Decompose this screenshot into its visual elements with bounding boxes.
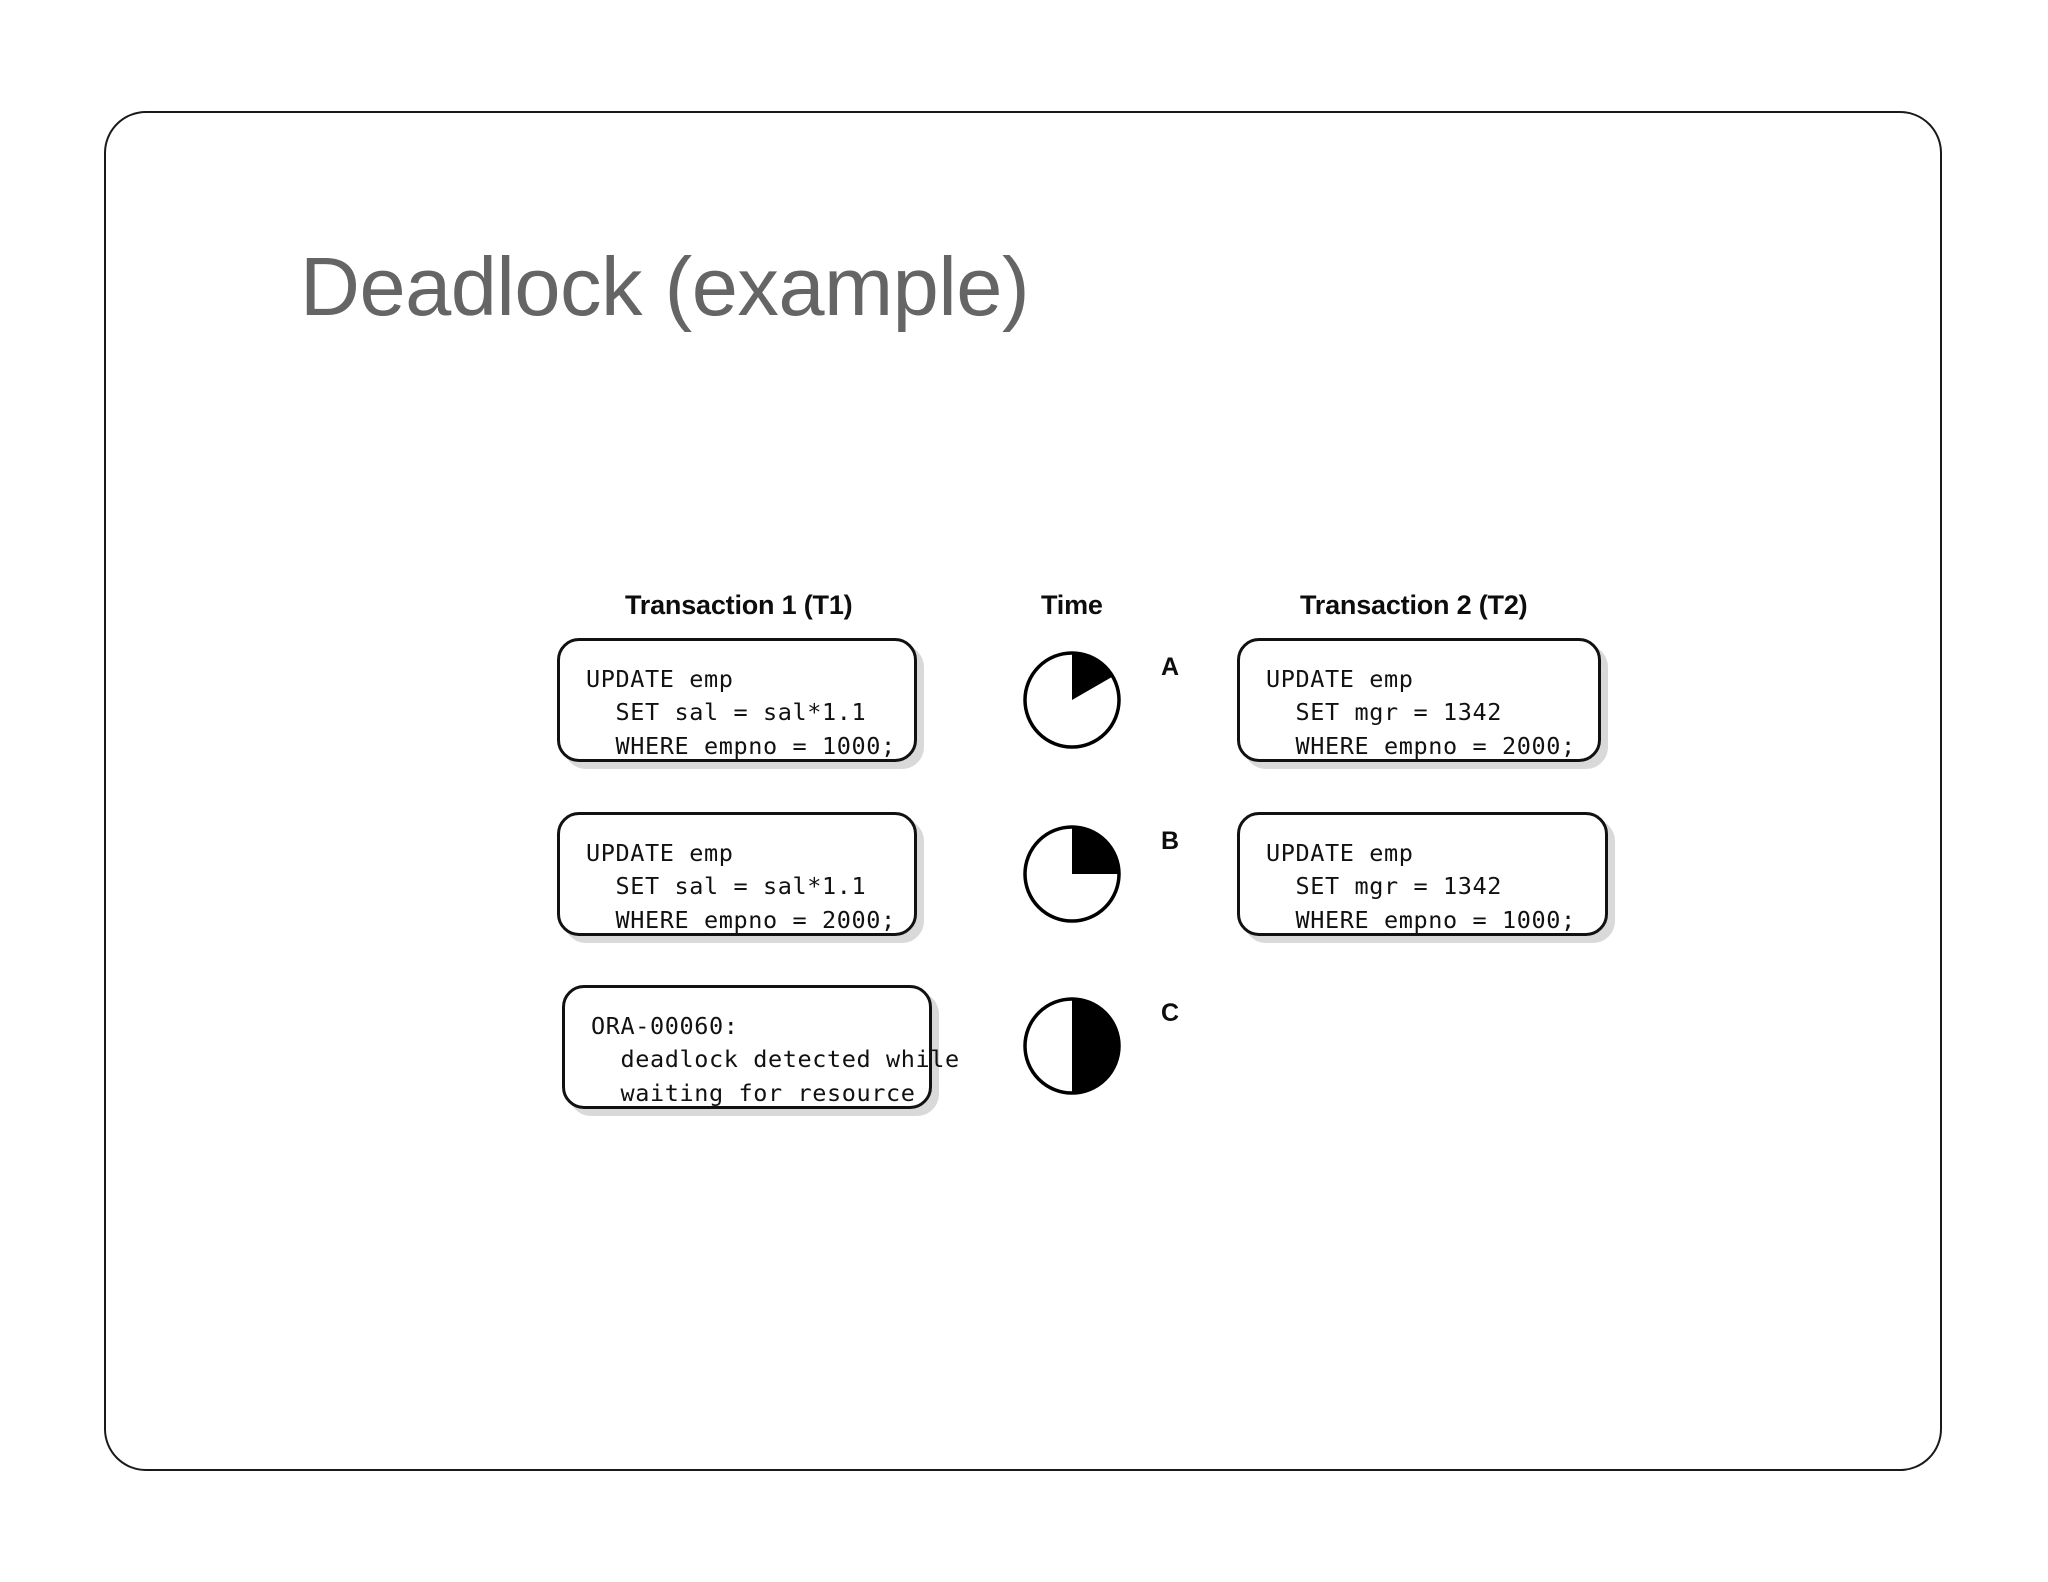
column-header-transaction2: Transaction 2 (T2) <box>1300 590 1528 620</box>
column-header-time: Time <box>1041 590 1103 620</box>
code-text: UPDATE emp SET sal = sal*1.1 WHERE empno… <box>586 665 896 760</box>
clock-pie-icon-c <box>1022 996 1122 1096</box>
code-box-t1-step-c-error: ORA-00060: deadlock detected while waiti… <box>562 985 960 1109</box>
time-label-c: C <box>1161 999 1180 1027</box>
code-box-t1-step-a: UPDATE emp SET sal = sal*1.1 WHERE empno… <box>557 638 917 762</box>
slide-frame <box>104 111 1942 1471</box>
code-text: ORA-00060: deadlock detected while waiti… <box>591 1012 960 1107</box>
column-header-transaction1: Transaction 1 (T1) <box>625 590 853 620</box>
code-text: UPDATE emp SET sal = sal*1.1 WHERE empno… <box>586 839 896 934</box>
clock-pie-icon-b <box>1022 824 1122 924</box>
code-box-t2-step-a: UPDATE emp SET mgr = 1342 WHERE empno = … <box>1237 638 1601 762</box>
time-label-b: B <box>1161 827 1180 855</box>
code-box-t1-step-b: UPDATE emp SET sal = sal*1.1 WHERE empno… <box>557 812 917 936</box>
clock-pie-icon-a <box>1022 650 1122 750</box>
code-text: UPDATE emp SET mgr = 1342 WHERE empno = … <box>1266 839 1576 934</box>
page-title: Deadlock (example) <box>300 240 1030 333</box>
time-label-a: A <box>1161 653 1180 681</box>
code-box-t2-step-b: UPDATE emp SET mgr = 1342 WHERE empno = … <box>1237 812 1608 936</box>
code-text: UPDATE emp SET mgr = 1342 WHERE empno = … <box>1266 665 1576 760</box>
